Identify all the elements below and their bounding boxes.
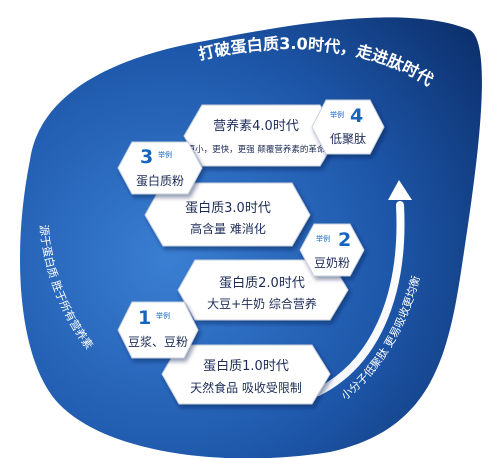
example-3-label: 蛋白质粉 — [136, 173, 184, 188]
example-1-tag: 举例 — [156, 311, 170, 320]
era-2-title: 蛋白质2.0时代 — [219, 275, 305, 291]
example-hex-4 — [311, 99, 385, 155]
example-hex-2 — [299, 223, 365, 277]
era-4-title: 营养素4.0时代 — [213, 118, 299, 134]
era-3-title: 蛋白质3.0时代 — [185, 200, 271, 216]
example-3-tag: 举例 — [158, 150, 172, 159]
example-3-number: 3 — [140, 146, 153, 168]
example-hex-3 — [117, 141, 203, 195]
example-2-label: 豆奶粉 — [314, 256, 350, 270]
era-hex-4 — [183, 104, 339, 167]
era-1-desc: 天然食品 吸收受限制 — [190, 380, 302, 395]
progress-arrow — [314, 180, 412, 396]
example-hex-1 — [117, 301, 199, 359]
era-hex-1 — [161, 344, 331, 405]
era-4-desc: 更小，更快，更强 颠覆营养素的革命 — [187, 144, 326, 155]
era-3-desc: 高含量 难消化 — [190, 221, 266, 236]
example-1-number: 1 — [138, 307, 151, 329]
example-1-label: 豆浆、豆粉 — [128, 334, 188, 349]
example-4-tag: 举例 — [330, 110, 344, 119]
example-4-number: 4 — [350, 105, 363, 127]
example-4-label: 低聚肽 — [330, 131, 366, 146]
era-1-title: 蛋白质1.0时代 — [203, 358, 289, 374]
era-2-desc: 大豆+牛奶 综合营养 — [207, 296, 317, 311]
era-hex-2 — [177, 259, 349, 321]
example-2-number: 2 — [338, 229, 351, 251]
example-2-tag: 举例 — [316, 234, 330, 243]
